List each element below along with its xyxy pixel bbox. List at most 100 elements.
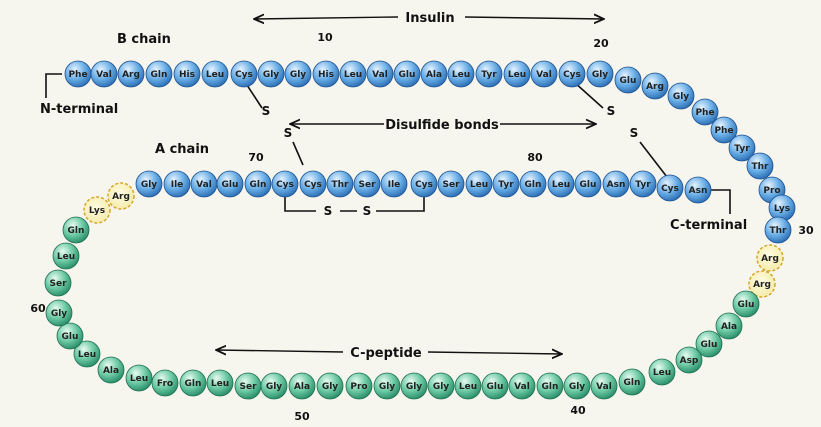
residue-label: Gly <box>379 382 395 392</box>
residue-c-peptide-22: Gln <box>179 369 207 397</box>
insulin-arrow-right <box>464 17 604 19</box>
residue-b-chain-30: Thr <box>764 216 792 244</box>
residue-bead <box>427 372 455 400</box>
residue-bead <box>73 340 101 368</box>
residue-bead <box>547 170 575 198</box>
residue-label: Ala <box>721 322 737 332</box>
residue-label: Cys <box>661 184 679 194</box>
residue-bead <box>44 269 72 297</box>
residue-label: Phe <box>695 108 714 118</box>
residue-bead <box>756 244 784 272</box>
sulfur-atom: S <box>324 204 333 218</box>
residue-label: Thr <box>332 180 350 190</box>
insulin-label: Insulin <box>405 11 454 26</box>
residue-bead <box>641 72 669 100</box>
residue-bead <box>151 369 179 397</box>
residue-label: Leu <box>470 180 488 190</box>
residue-label: Leu <box>211 379 229 389</box>
residue-bead <box>586 60 614 88</box>
n-terminal-bracket <box>45 73 62 98</box>
residue-label: Lys <box>774 204 790 214</box>
residue-bead <box>684 176 712 204</box>
residue-a-chain-1: Gly <box>135 170 163 198</box>
insulin-arrow-left <box>254 17 399 19</box>
residue-b-chain-26: Tyr <box>728 134 756 162</box>
residue-label: Gln <box>250 180 267 190</box>
residue-label: Gly <box>406 382 422 392</box>
residue-label: Asn <box>689 186 708 196</box>
residue-label: Ser <box>358 180 376 190</box>
residue-label: Gly <box>592 70 608 80</box>
residue-label: Leu <box>653 368 671 378</box>
residue-linker-2: Arg <box>748 270 776 298</box>
residue-label: Cys <box>415 180 433 190</box>
residue-bead <box>117 60 145 88</box>
residue-bead <box>373 372 401 400</box>
residue-bead <box>475 60 503 88</box>
residue-a-chain-9: Ser <box>353 170 381 198</box>
residue-c-peptide-4: Asp <box>675 346 703 374</box>
residue-label: Phe <box>68 70 87 80</box>
position-number-70: 70 <box>248 151 264 164</box>
residue-c-peptide-20: Ser <box>234 372 262 400</box>
residue-a-chain-5: Gln <box>244 170 272 198</box>
residue-bead <box>732 290 760 318</box>
residue-bead <box>503 60 531 88</box>
residue-b-chain-6: Leu <box>201 60 229 88</box>
residue-bead <box>629 170 657 198</box>
residue-a-chain-2: Ile <box>163 170 191 198</box>
residue-linker-1: Lys <box>83 196 111 224</box>
residue-c-peptide-14: Gly <box>400 372 428 400</box>
residue-bead <box>339 60 367 88</box>
residue-label: Val <box>514 382 530 392</box>
residue-c-peptide-17: Gly <box>316 372 344 400</box>
residue-a-chain-12: Ser <box>437 170 465 198</box>
residue-c-peptide-8: Gly <box>563 372 591 400</box>
residue-linker-1: Arg <box>756 244 784 272</box>
residue-b-chain-10: His <box>312 60 340 88</box>
residue-bead <box>563 372 591 400</box>
residue-c-peptide-13: Gly <box>427 372 455 400</box>
residue-label: Ala <box>294 382 310 392</box>
residue-label: Leu <box>344 70 362 80</box>
residue-b-chain-1: Phe <box>64 60 92 88</box>
residue-b-chain-21: Glu <box>614 66 642 94</box>
residue-a-chain-8: Thr <box>326 170 354 198</box>
residue-label: Val <box>596 382 612 392</box>
residue-bead <box>715 312 743 340</box>
residue-bead <box>614 66 642 94</box>
residue-label: Gln <box>68 226 85 236</box>
residue-b-chain-25: Phe <box>710 116 738 144</box>
residue-label: Arg <box>112 192 130 202</box>
residue-bead <box>519 170 547 198</box>
residue-bead <box>90 60 118 88</box>
residue-a-chain-21: Asn <box>684 176 712 204</box>
n-terminal-label: N-terminal <box>40 102 118 117</box>
residue-bead <box>145 60 173 88</box>
residue-c-peptide-12: Leu <box>454 372 482 400</box>
residue-label: Gln <box>151 70 168 80</box>
residue-label: Ile <box>171 180 184 190</box>
position-number-80: 80 <box>527 151 543 164</box>
residue-bead <box>764 216 792 244</box>
residue-label: His <box>179 70 195 80</box>
residue-b-chain-3: Arg <box>117 60 145 88</box>
residue-bead <box>345 372 373 400</box>
residue-b-chain-19: Cys <box>558 60 586 88</box>
sulfur-atom: S <box>262 104 271 118</box>
residue-c-peptide-11: Glu <box>481 372 509 400</box>
residue-b-chain-17: Leu <box>503 60 531 88</box>
residue-label: Ile <box>388 180 401 190</box>
residue-a-chain-6: Cys <box>271 170 299 198</box>
residue-b-chain-20: Gly <box>586 60 614 88</box>
residue-label: Leu <box>130 374 148 384</box>
residue-bead <box>481 372 509 400</box>
residue-label: Val <box>196 180 212 190</box>
disulfide-bond-b19-a20-lower <box>639 141 668 178</box>
residue-label: Glu <box>487 382 504 392</box>
residue-label: Asp <box>680 356 699 366</box>
residue-bead <box>748 270 776 298</box>
residue-bead <box>284 60 312 88</box>
